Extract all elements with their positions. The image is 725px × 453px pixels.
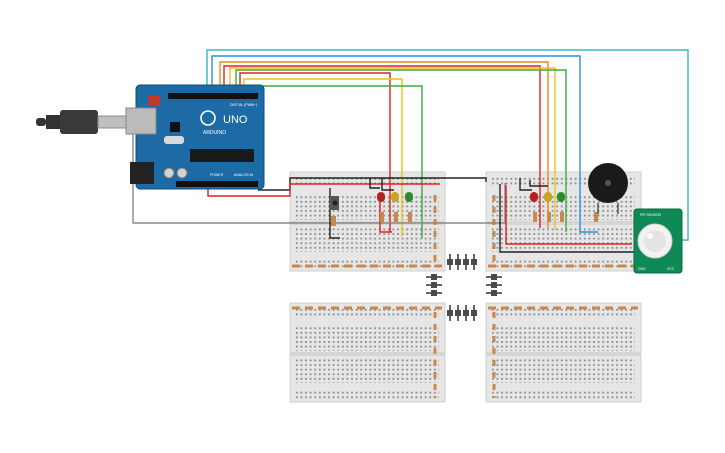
power-jack	[130, 162, 154, 184]
piezo-buzzer-icon[interactable]	[588, 163, 628, 214]
resistor	[380, 212, 384, 222]
resistor	[408, 212, 412, 222]
analog-header[interactable]	[176, 181, 258, 187]
crystal	[164, 136, 184, 144]
wire-black-rightboard[interactable]	[499, 184, 640, 253]
wire-red-5v[interactable]	[207, 182, 440, 197]
digital-header[interactable]	[168, 93, 258, 99]
digital-label: DIGITAL (PWM~)	[230, 103, 257, 107]
capacitor	[176, 167, 188, 179]
wire-red-left-return[interactable]	[379, 200, 392, 233]
arduino-logo-icon	[200, 110, 216, 126]
led-yellow-left[interactable]	[391, 192, 399, 202]
wire-black-leds-right[interactable]	[519, 178, 548, 191]
led-yellow-right[interactable]	[544, 192, 552, 202]
resistor	[547, 212, 551, 222]
wire-red-power-rail[interactable]	[505, 185, 632, 245]
resistor	[560, 212, 564, 222]
led-red-left[interactable]	[377, 192, 385, 202]
pushbutton-icon[interactable]	[331, 196, 339, 210]
wire-green-right[interactable]	[235, 69, 567, 232]
wire-black-button[interactable]	[329, 188, 340, 239]
led-green-right[interactable]	[557, 192, 565, 202]
power-label: POWER	[210, 173, 224, 177]
arduino-uno[interactable]: ARDUINO UNO DIGITAL (PWM~) POWER ANALOG …	[125, 84, 265, 190]
pir-gnd-label: GND	[638, 267, 646, 271]
breadboard-bottom-right[interactable]	[485, 302, 642, 403]
resistor	[394, 212, 398, 222]
pir-vcc-label: VCC	[667, 267, 675, 271]
usb-chip	[170, 122, 180, 132]
wire-red-left[interactable]	[239, 72, 391, 232]
resistor	[533, 212, 537, 222]
pir-label: PIR SENSOR	[640, 213, 661, 217]
board-name: UNO	[223, 114, 248, 126]
wire-teal-pir[interactable]	[206, 49, 689, 241]
capacitor	[163, 167, 175, 179]
resistor	[331, 216, 336, 226]
led-green-left[interactable]	[405, 192, 413, 202]
wire-black-gnd[interactable]	[258, 177, 487, 191]
wire-orange[interactable]	[219, 61, 549, 228]
usb-port	[125, 107, 157, 135]
wire-black-leds-left[interactable]	[369, 178, 394, 191]
wire-red-right[interactable]	[223, 65, 541, 228]
reset-button[interactable]	[148, 96, 160, 106]
resistor	[594, 212, 598, 222]
breadboard-top-left[interactable]	[289, 171, 446, 272]
wire-yellow-right[interactable]	[229, 67, 556, 230]
analog-label: ANALOG IN	[234, 173, 254, 177]
arduino-brand: ARDUINO	[203, 130, 226, 136]
atmega-chip	[190, 149, 254, 162]
led-red-right[interactable]	[530, 192, 538, 202]
breadboard-bottom-left[interactable]	[289, 302, 446, 403]
wire-blue[interactable]	[211, 55, 598, 233]
pir-sensor[interactable]: PIR SENSOR GND VCC	[633, 208, 683, 274]
usb-cable-icon	[36, 110, 127, 134]
